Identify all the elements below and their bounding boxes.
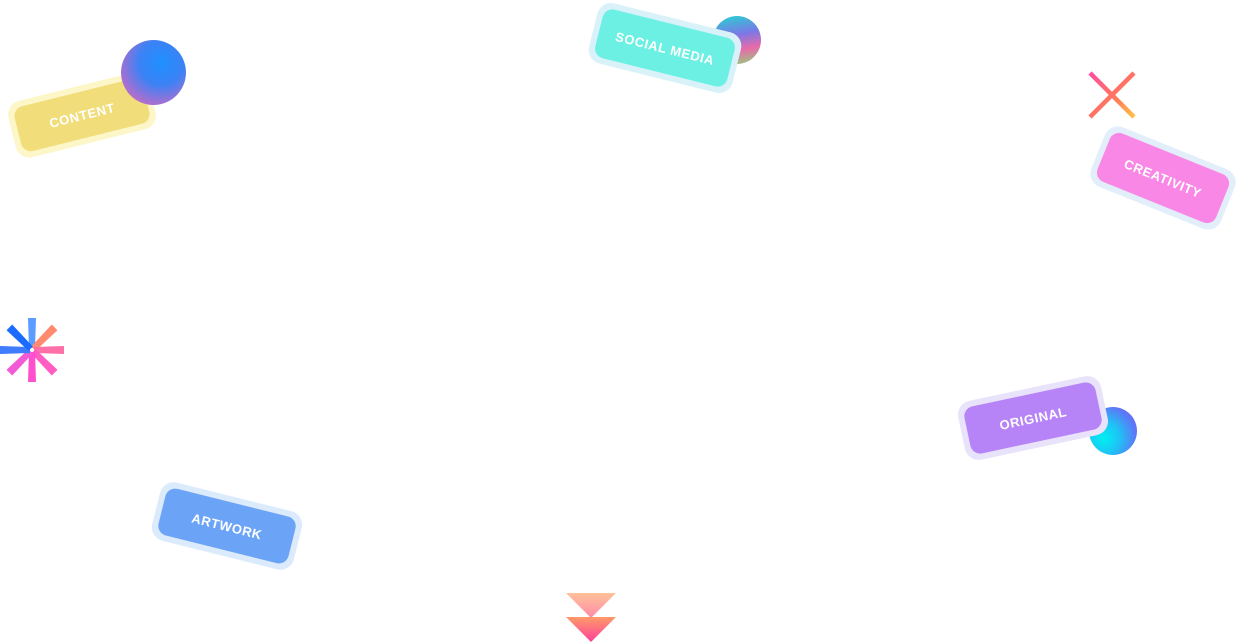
- tag-creativity-label: CREATIVITY: [1093, 129, 1233, 227]
- tag-creativity: CREATIVITY: [1086, 122, 1240, 234]
- tag-artwork-label: ARTWORK: [156, 486, 298, 566]
- sparkle-icon: [1082, 65, 1142, 125]
- tag-artwork: ARTWORK: [148, 479, 306, 573]
- burst-icon: [0, 318, 64, 382]
- tag-original-label: ORIGINAL: [962, 380, 1104, 456]
- gradient-orb-icon: [121, 40, 186, 105]
- tag-original: ORIGINAL: [955, 373, 1111, 463]
- tag-social-media-label: SOCIAL MEDIA: [592, 7, 738, 89]
- tag-social-media: SOCIAL MEDIA: [585, 0, 745, 96]
- double-chevron-down-icon: [566, 593, 616, 642]
